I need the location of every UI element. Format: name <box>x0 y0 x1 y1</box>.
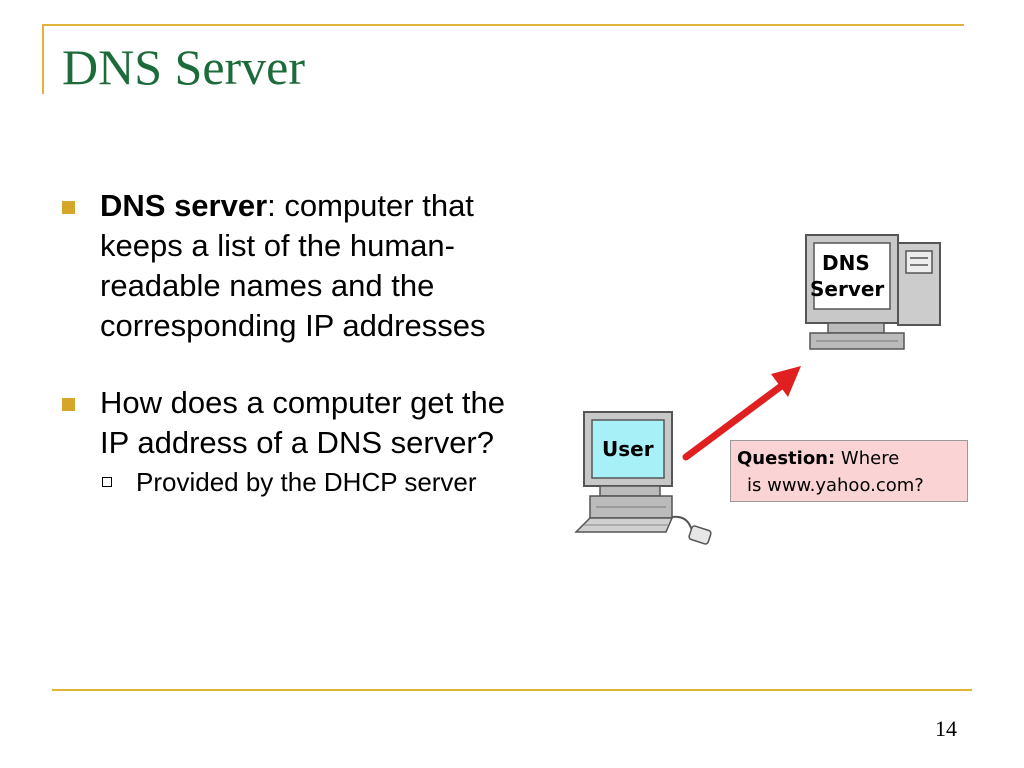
slide-title: DNS Server <box>62 39 306 95</box>
hollow-square-bullet-icon <box>102 477 112 487</box>
bullet-question-text: How does a computer get the IP address o… <box>100 385 505 460</box>
user-computer-icon <box>574 411 712 545</box>
title-frame-top <box>42 24 964 26</box>
sub-bullet-text: Provided by the DHCP server <box>136 467 477 497</box>
diagram-graphics <box>574 234 941 545</box>
sub-bullet-answer: Provided by the DHCP server <box>62 465 542 499</box>
question-callout: Question: Where is www.yahoo.com? <box>730 440 968 502</box>
request-arrow-icon <box>682 366 801 461</box>
bullet-dns-server: DNS server: computer that keeps a list o… <box>62 186 542 346</box>
bullet-question: How does a computer get the IP address o… <box>62 383 542 463</box>
bottom-rule <box>52 689 972 691</box>
square-bullet-icon <box>62 201 75 214</box>
bullet-definition: : computer that keeps a list of the huma… <box>100 188 486 343</box>
bullet-term: DNS server <box>100 188 268 223</box>
page-number: 14 <box>935 716 957 741</box>
dns-label-line2: Server <box>810 277 885 301</box>
question-line1: Question: Where <box>737 448 899 469</box>
user-label: User <box>602 437 654 461</box>
square-bullet-icon <box>62 398 75 411</box>
dns-server-computer-icon <box>805 234 941 350</box>
question-line2: is www.yahoo.com? <box>747 475 924 496</box>
dns-diagram: DNS Server User Question: Where is www.y… <box>560 225 980 565</box>
question-word: Question: <box>737 448 836 469</box>
question-rest: Where <box>835 448 900 469</box>
title-frame-left <box>42 24 44 94</box>
bullet-list: DNS server: computer that keeps a list o… <box>62 186 542 499</box>
dns-label-line1: DNS <box>822 251 870 275</box>
